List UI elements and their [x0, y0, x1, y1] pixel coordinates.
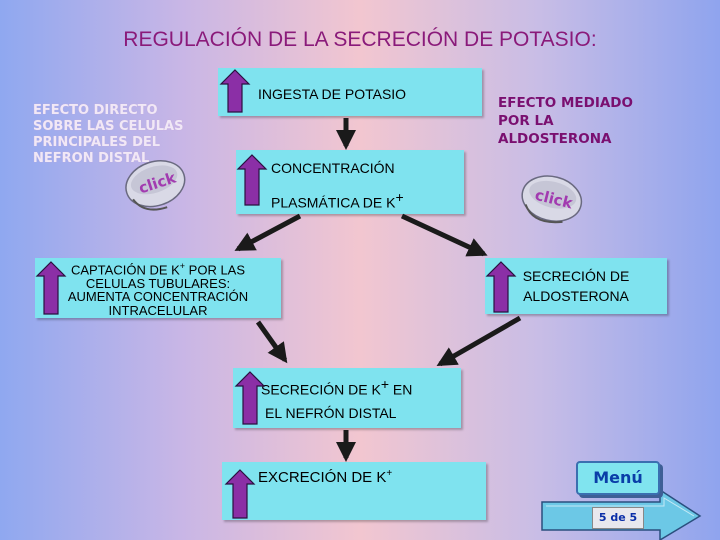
aldosterona-text: SECRECIÓN DE ALDOSTERONA	[508, 266, 644, 306]
ingesta-box	[218, 68, 482, 116]
excrecion-sup: +	[386, 468, 393, 479]
flow-arrow	[436, 315, 522, 367]
up-arrow-icon	[234, 371, 266, 425]
captacion-line-3: AUMENTA CONCENTRACIÓN	[67, 289, 249, 305]
secrecion-text-2: EL NEFRÓN DISTAL	[265, 405, 397, 421]
secrecion-box	[233, 368, 461, 428]
up-arrow-icon	[224, 469, 256, 519]
left-effect-label: EFECTO DIRECTO SOBRE LAS CELULAS PRINCIP…	[33, 103, 183, 167]
ingesta-text: INGESTA DE POTASIO	[258, 86, 407, 102]
aldosterona-line-2: ALDOSTERONA	[523, 288, 629, 304]
page-title: REGULACIÓN DE LA SECRECIÓN DE POTASIO:	[123, 28, 597, 51]
concentracion-text-2: PLASMÁTICA DE K+	[271, 189, 404, 211]
right-effect-line: EFECTO MEDIADO	[498, 95, 633, 111]
menu-button[interactable]: Menú	[576, 461, 660, 495]
secrecion-line-1a: SECRECIÓN DE K	[261, 381, 381, 398]
click-mouse-icon[interactable]: click	[517, 170, 586, 229]
captacion-line-1a: CAPTACIÓN DE K	[70, 262, 180, 278]
flow-arrow	[400, 213, 488, 257]
aldosterona-box	[485, 258, 667, 314]
captacion-text: CAPTACIÓN DE K+ POR LAS CELULAS TUBULARE…	[38, 260, 278, 317]
right-effect-label: EFECTO MEDIADO POR LA ALDOSTERONA	[498, 94, 633, 148]
excrecion-main: EXCRECIÓN DE K	[258, 469, 387, 486]
up-arrow-icon	[485, 261, 517, 313]
secrecion-sup: +	[380, 376, 389, 392]
concentracion-text-1: CONCENTRACIÓN	[271, 160, 395, 176]
right-effect-line: ALDOSTERONA	[498, 131, 612, 147]
click-mouse-icon[interactable]: click	[120, 153, 192, 217]
up-arrow-icon	[35, 261, 67, 315]
excrecion-text: EXCRECIÓN DE K+	[258, 468, 392, 486]
aldosterona-line-1: SECRECIÓN DE	[522, 268, 630, 284]
captacion-line-4: INTRACELULAR	[108, 302, 208, 318]
captacion-box	[35, 258, 281, 318]
up-arrow-icon	[236, 154, 268, 206]
concentracion-box	[236, 150, 464, 214]
page-indicator: 5 de 5	[592, 507, 644, 529]
left-effect-line: EFECTO DIRECTO	[33, 103, 158, 118]
concentracion-sup: +	[395, 189, 404, 205]
left-effect-line: SOBRE LAS CELULAS	[33, 119, 184, 134]
concentracion-text-2-main: PLASMÁTICA DE K	[271, 194, 396, 211]
captacion-line-1: CAPTACIÓN DE K+ POR LAS	[38, 260, 278, 277]
flow-arrow	[255, 320, 288, 364]
secrecion-line-1b: EN	[389, 381, 413, 398]
left-effect-line: PRINCIPALES DEL	[33, 135, 161, 150]
captacion-sup: +	[179, 261, 186, 271]
left-effect-line: NEFRON DISTAL	[33, 151, 150, 166]
up-arrow-icon	[219, 69, 251, 113]
captacion-line-1b: POR LAS	[185, 262, 246, 278]
secrecion-text-1: SECRECIÓN DE K+ EN	[261, 376, 412, 398]
captacion-line-2: CELULAS TUBULARES:	[85, 275, 231, 291]
right-effect-line: POR LA	[498, 113, 554, 129]
excrecion-box	[222, 462, 486, 520]
flow-arrow	[234, 213, 302, 252]
